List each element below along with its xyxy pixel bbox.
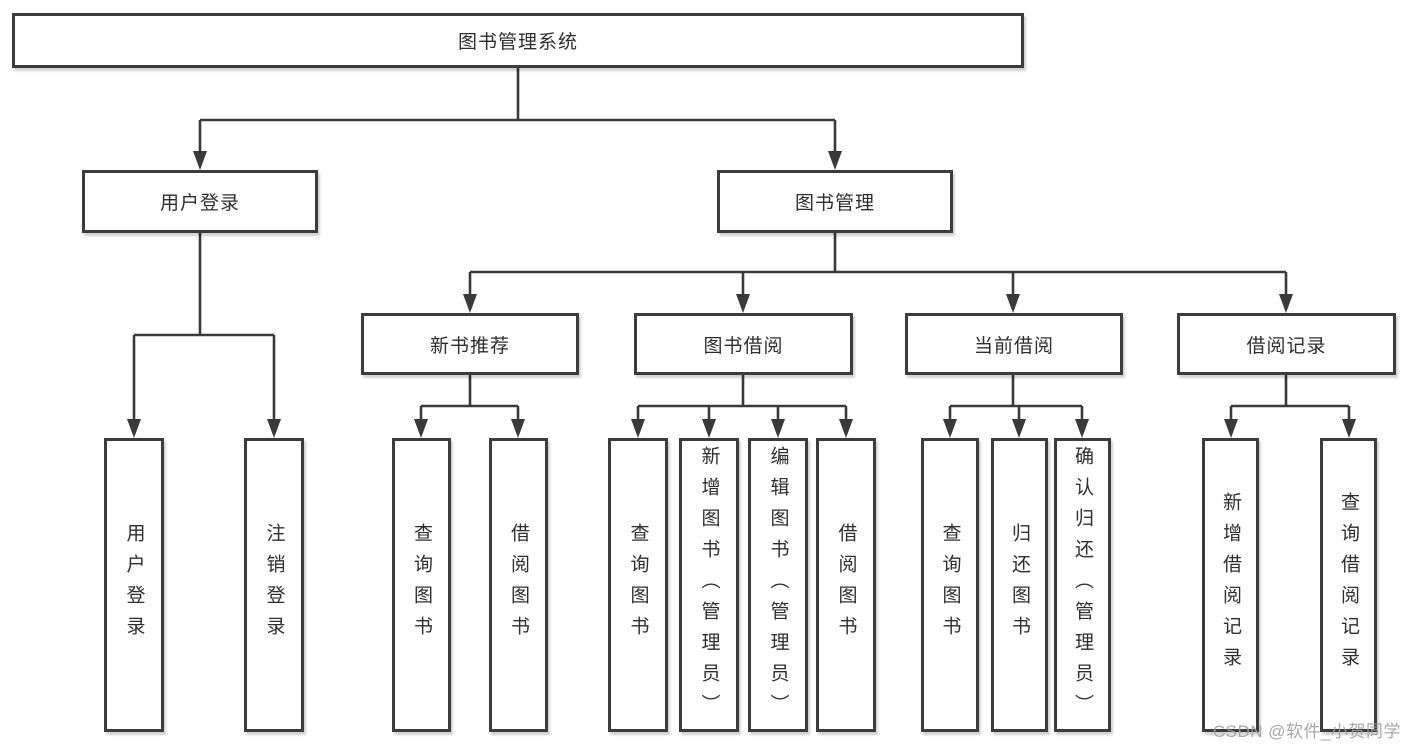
- arrow-down-icon: [943, 419, 957, 438]
- node-label: 用户登录: [123, 523, 145, 647]
- arrow-down-icon: [839, 419, 853, 438]
- leaf-query-books-borrow: 查询图书: [608, 438, 668, 732]
- node-label: 注销登录: [263, 523, 285, 647]
- node-current-borrow: 当前借阅: [905, 313, 1123, 375]
- leaf-return-books: 归还图书: [991, 438, 1048, 732]
- node-label: 图书借阅: [703, 335, 784, 357]
- node-label: 查询图书: [411, 523, 432, 647]
- node-label: 借阅记录: [1246, 335, 1327, 357]
- node-book-management: 图书管理: [717, 170, 953, 233]
- leaf-confirm-return-admin: 确认归还（管理员）: [1054, 438, 1111, 732]
- node-label: 图书管理系统: [457, 32, 578, 53]
- arrow-down-icon: [1342, 419, 1356, 438]
- leaf-add-books-admin: 新增图书（管理员）: [679, 438, 739, 732]
- node-label: 借阅图书: [835, 523, 857, 647]
- connector-line: [198, 68, 837, 152]
- arrow-down-icon: [1012, 419, 1026, 438]
- leaf-edit-books-admin: 编辑图书（管理员）: [748, 438, 808, 732]
- node-label: 查询图书: [939, 523, 961, 647]
- node-label: 图书管理: [794, 193, 875, 214]
- arrow-down-icon: [1224, 419, 1238, 438]
- connector-line: [419, 375, 520, 420]
- arrow-down-icon: [771, 419, 785, 438]
- leaf-borrow-books-recommend: 借阅图书: [489, 438, 548, 732]
- node-label: 用户登录: [159, 193, 240, 214]
- arrow-down-icon: [511, 419, 525, 438]
- arrow-down-icon: [736, 294, 750, 313]
- connector-bookmgmt-to-level3: [463, 233, 1293, 313]
- connector-current-to-leaves: [943, 375, 1089, 438]
- connector-newbooks-to-leaves: [414, 375, 525, 438]
- node-label: 借阅图书: [508, 523, 529, 647]
- node-label: 查询图书: [627, 523, 649, 647]
- leaf-add-borrow-record: 新增借阅记录: [1202, 438, 1259, 732]
- leaf-query-books-recommend: 查询图书: [392, 438, 451, 732]
- arrow-down-icon: [1279, 294, 1293, 313]
- node-new-book-recommend: 新书推荐: [361, 313, 579, 375]
- arrow-down-icon: [631, 419, 645, 438]
- connector-line: [948, 375, 1084, 420]
- node-book-borrow: 图书借阅: [634, 313, 853, 375]
- leaf-query-borrow-record: 查询借阅记录: [1320, 438, 1377, 732]
- node-label: 确认归还（管理员）: [1072, 445, 1093, 725]
- leaf-user-login-action: 用户登录: [104, 438, 164, 732]
- node-label: 归还图书: [1009, 523, 1030, 647]
- node-borrow-records: 借阅记录: [1177, 313, 1396, 375]
- connector-borrow-to-leaves: [631, 375, 853, 438]
- node-label: 新增借阅记录: [1220, 492, 1241, 678]
- connector-records-to-leaves: [1224, 375, 1356, 438]
- node-label: 当前借阅: [973, 335, 1054, 357]
- node-root-library-system: 图书管理系统: [12, 13, 1024, 68]
- csdn-watermark: CSDN @软件_小贺同学: [1212, 722, 1401, 741]
- node-label: 新书推荐: [429, 335, 510, 357]
- leaf-borrow-books: 借阅图书: [816, 438, 876, 732]
- connector-root-to-level2: [193, 68, 842, 170]
- node-user-login: 用户登录: [82, 170, 318, 233]
- connector-line: [132, 233, 276, 420]
- arrow-down-icon: [127, 419, 141, 438]
- connector-line: [1229, 375, 1351, 420]
- arrow-down-icon: [267, 419, 281, 438]
- node-label: 新增图书（管理员）: [698, 445, 720, 725]
- connector-user-to-leaves: [127, 233, 281, 438]
- leaf-query-books-current: 查询图书: [921, 438, 979, 732]
- node-label: 查询借阅记录: [1338, 492, 1359, 678]
- arrow-down-icon: [193, 151, 207, 170]
- arrow-down-icon: [463, 294, 477, 313]
- arrow-down-icon: [1006, 294, 1020, 313]
- arrow-down-icon: [702, 419, 716, 438]
- node-label: 编辑图书（管理员）: [767, 445, 789, 725]
- arrow-down-icon: [414, 419, 428, 438]
- leaf-logout-action: 注销登录: [244, 438, 304, 732]
- arrow-down-icon: [828, 151, 842, 170]
- connector-line: [636, 375, 848, 420]
- arrow-down-icon: [1075, 419, 1089, 438]
- connector-line: [468, 233, 1288, 295]
